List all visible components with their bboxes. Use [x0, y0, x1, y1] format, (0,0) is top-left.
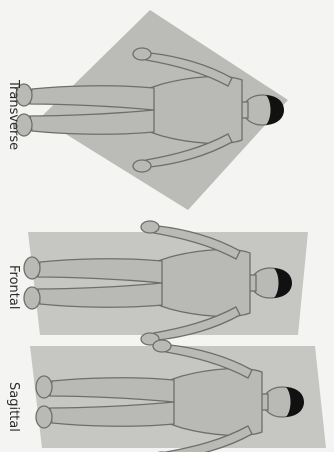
- label-sagittal: Sagittal: [6, 382, 21, 432]
- label-transverse: Transverse: [6, 80, 21, 150]
- transverse-section: [16, 10, 288, 210]
- frontal-section: [24, 221, 308, 345]
- label-frontal: Frontal: [6, 265, 21, 309]
- sagittal-section: [30, 340, 326, 452]
